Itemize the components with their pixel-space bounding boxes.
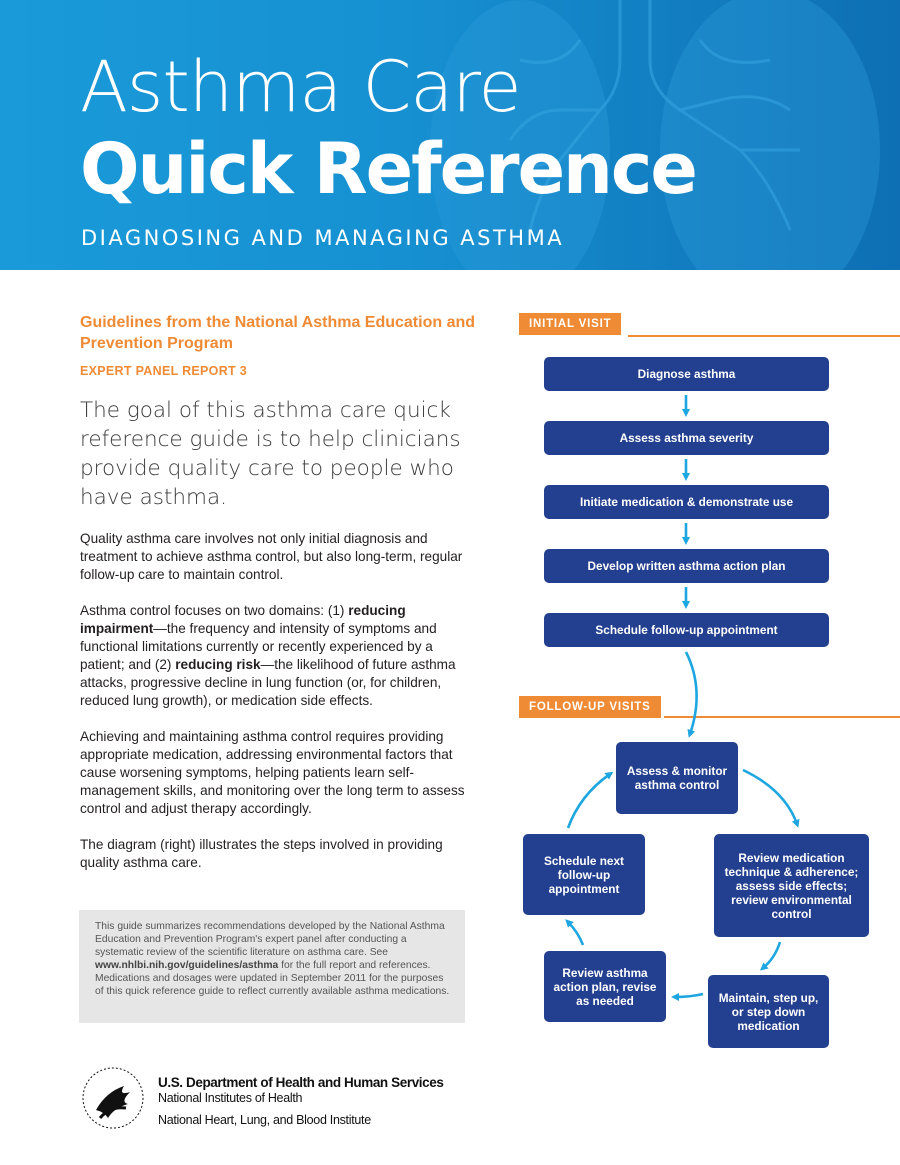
arrow-into-cycle — [684, 651, 698, 738]
para2-text-c: —the frequency and intensity of symptoms… — [80, 621, 437, 672]
cycle-review-action-plan: Review asthma action plan, revise as nee… — [544, 951, 666, 1022]
arrow-plan-to-schedule — [565, 919, 585, 946]
lungs-illustration — [430, 0, 880, 270]
followup-visits-rule — [664, 716, 900, 718]
reducing-impairment-term: reducing impairment — [80, 603, 406, 636]
title-line-2: Quick Reference — [80, 128, 698, 210]
initial-visit-tag: INITIAL VISIT — [519, 313, 622, 335]
step-diagnose: Diagnose asthma — [544, 357, 829, 391]
nih-name: National Institutes of Health — [158, 1091, 303, 1105]
step-schedule-followup: Schedule follow-up appointment — [544, 613, 829, 647]
goal-statement: The goal of this asthma care quick refer… — [80, 398, 461, 510]
cycle-schedule-next: Schedule next follow-up appointment — [523, 834, 645, 915]
paragraph-control-domains: Asthma control focuses on two domains: (… — [80, 602, 480, 710]
initial-visit-rule — [628, 335, 900, 337]
reducing-risk-term: reducing risk — [175, 657, 261, 672]
arrow-schedule-to-assess — [566, 771, 614, 829]
step-action-plan: Develop written asthma action plan — [544, 549, 829, 583]
para2-text-a: Asthma control focuses on two domains: (… — [80, 603, 349, 618]
para2-text-e: —the likelihood of future asthma attacks… — [80, 657, 456, 708]
paragraph-achieving-control: Achieving and maintaining asthma control… — [80, 729, 465, 816]
title-line-1: Asthma Care — [80, 46, 522, 128]
header-banner: Asthma Care Quick Reference DIAGNOSING A… — [0, 0, 900, 270]
hhs-seal-logo — [82, 1067, 144, 1129]
header-subtitle: DIAGNOSING AND MANAGING ASTHMA — [81, 226, 565, 250]
hhs-department: U.S. Department of Health and Human Serv… — [158, 1075, 444, 1090]
step-initiate-medication: Initiate medication & demonstrate use — [544, 485, 829, 519]
step-assess-severity: Assess asthma severity — [544, 421, 829, 455]
cycle-maintain-step: Maintain, step up, or step down medicati… — [708, 975, 829, 1048]
arrow-review-to-maintain — [759, 941, 782, 971]
arrow-maintain-to-plan — [671, 992, 704, 1001]
intro-column: Guidelines from the National Asthma Educ… — [80, 312, 480, 872]
paragraph-quality-care: Quality asthma care involves not only in… — [80, 531, 463, 582]
nhlbi-name: National Heart, Lung, and Blood Institut… — [158, 1113, 371, 1127]
hhs-wordmark: U.S. Department of Health and Human Serv… — [158, 1075, 444, 1127]
paragraph-diagram-note: The diagram (right) illustrates the step… — [80, 837, 443, 870]
guidelines-link[interactable]: www.nhlbi.nih.gov/guidelines/asthma — [95, 960, 279, 971]
followup-visits-tag: FOLLOW-UP VISITS — [519, 696, 661, 718]
cycle-review-medication: Review medication technique & adherence;… — [714, 834, 869, 937]
guidelines-heading: Guidelines from the National Asthma Educ… — [80, 314, 476, 352]
report-label: EXPERT PANEL REPORT 3 — [80, 364, 247, 378]
note-text-a: This guide summarizes recommendations de… — [95, 921, 445, 958]
note-text-b: for the full report and references. Medi… — [95, 960, 450, 997]
arrow-assess-to-review — [742, 768, 800, 828]
cycle-assess-monitor: Assess & monitor asthma control — [616, 742, 738, 814]
summary-note-box: This guide summarizes recommendations de… — [79, 910, 465, 1023]
